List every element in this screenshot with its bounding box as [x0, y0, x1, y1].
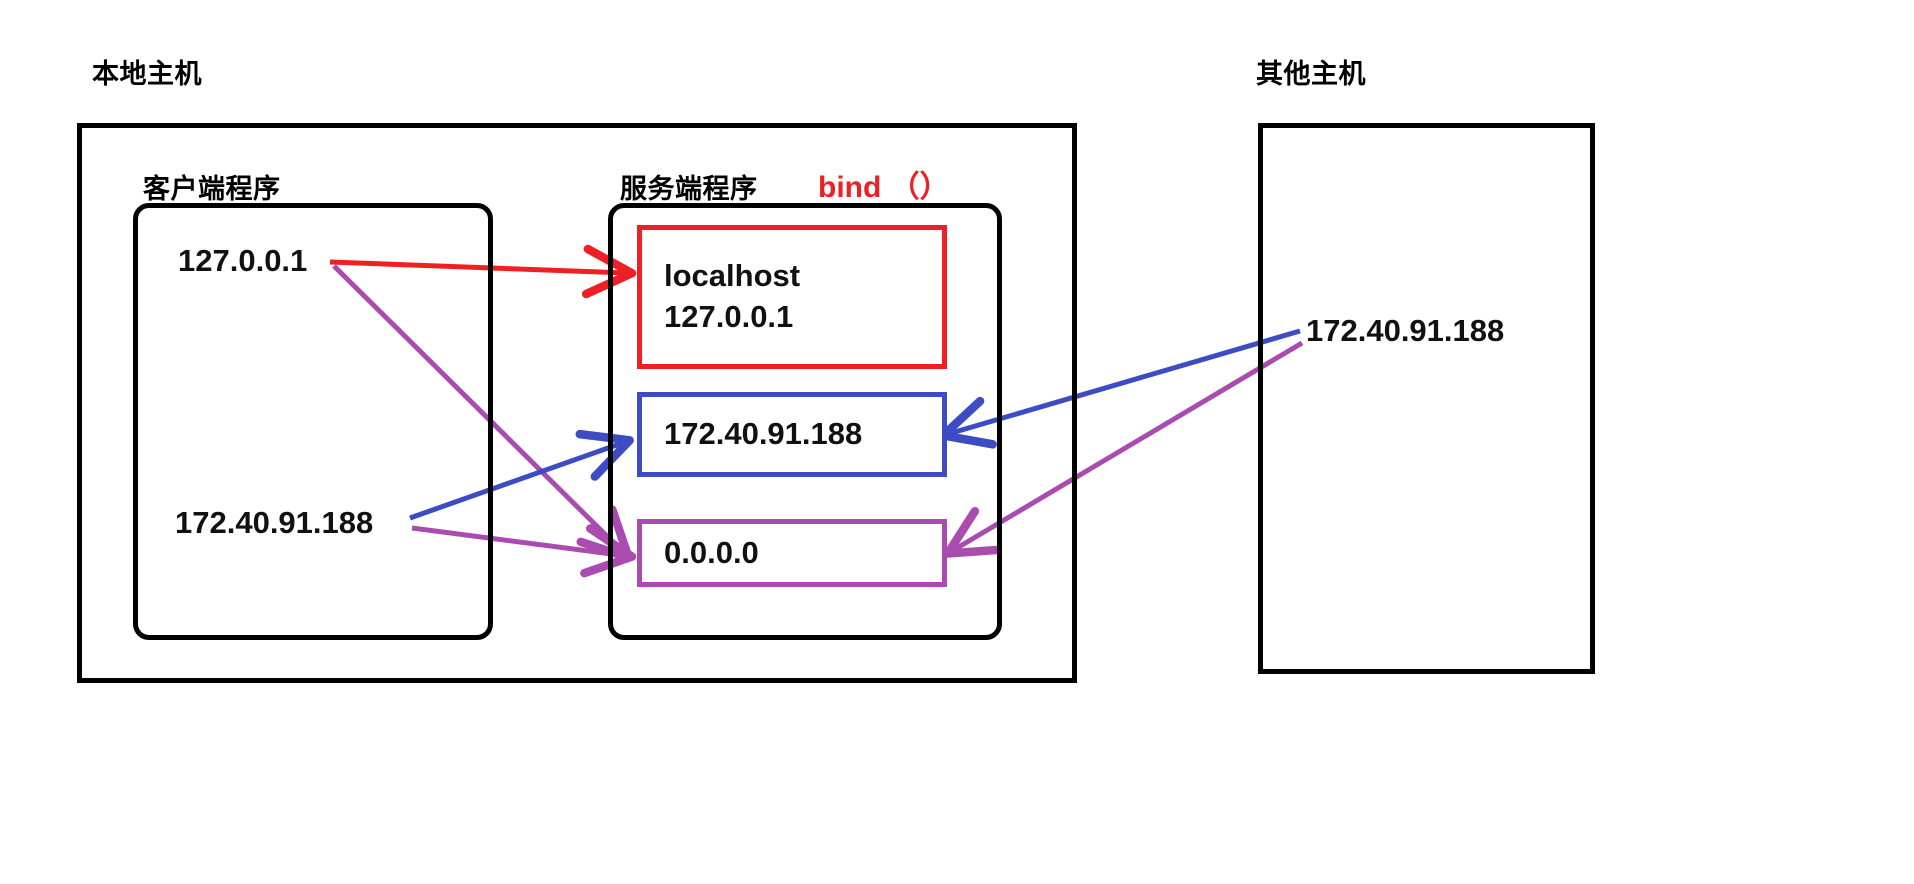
other-host-title: 其他主机: [1256, 59, 1366, 89]
server-program-label: 服务端程序: [620, 174, 758, 204]
remote-host-address: 172.40.91.188: [1306, 313, 1505, 348]
binding-localhost-ip: 127.0.0.1: [664, 299, 794, 334]
binding-box-lanip[interactable]: 172.40.91.188: [637, 392, 947, 477]
binding-lanip-ip: 172.40.91.188: [664, 416, 863, 452]
client-address-lanip: 172.40.91.188: [175, 505, 374, 540]
client-program-label: 客户端程序: [143, 174, 281, 204]
other-host-container: [1258, 123, 1595, 674]
local-host-title: 本地主机: [92, 59, 202, 89]
client-program-container: [133, 203, 493, 640]
local-host-container: [77, 123, 1077, 683]
binding-box-localhost[interactable]: localhost 127.0.0.1: [637, 225, 947, 369]
client-address-loopback: 127.0.0.1: [178, 243, 308, 278]
bind-call-label: bind （）: [818, 171, 950, 204]
binding-box-any[interactable]: 0.0.0.0: [637, 519, 947, 587]
binding-localhost-hostname: localhost: [664, 258, 801, 294]
server-program-container: [608, 203, 1002, 640]
binding-any-ip: 0.0.0.0: [664, 534, 759, 570]
